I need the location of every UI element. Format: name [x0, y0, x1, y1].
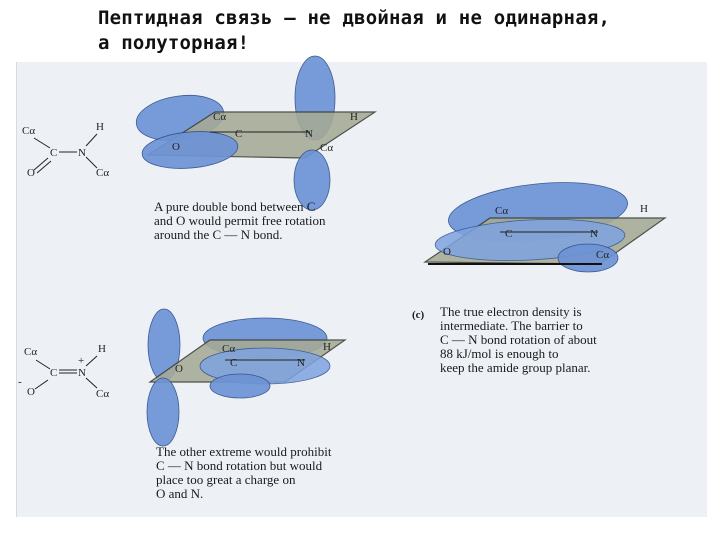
- slide-title-line-1: Пептидная связь – не двойная и не одинар…: [98, 7, 611, 29]
- orbital-c-label-n: N: [590, 228, 598, 240]
- orbital-c-label-ca-2: Cα: [596, 249, 609, 261]
- orbital-a-label-o: O: [172, 141, 180, 153]
- formula-a-o: O: [27, 167, 35, 179]
- formula-a-c: C: [50, 147, 57, 159]
- orbital-b-lower-o-lobe: [146, 377, 180, 447]
- formula-a-n: N: [78, 147, 86, 159]
- formula-a-c-alpha-top: Cα: [22, 125, 35, 137]
- formula-a-bond-n-ca: [85, 156, 98, 169]
- formula-a-bond-c-o-2: [36, 160, 52, 174]
- orbital-b-label-c: C: [230, 357, 237, 369]
- orbital-diagram-c: Cα C N H O Cα: [423, 182, 667, 273]
- orbital-c-label-o: O: [443, 246, 451, 258]
- orbital-c-label-c: C: [505, 228, 512, 240]
- orbital-a-label-c: C: [235, 128, 242, 140]
- orbital-b-label-o: O: [175, 363, 183, 375]
- orbital-b-lower-cn-lobe: [209, 373, 271, 399]
- formula-b-bond-n-ca: [85, 377, 98, 389]
- orbital-c-label-ca: Cα: [495, 205, 508, 217]
- orbital-c-label-h: H: [640, 203, 648, 215]
- formula-a: Cα H C N O Cα: [22, 121, 109, 179]
- formula-a-bond-n-h: [85, 133, 98, 147]
- formula-a-bond-ca-c: [33, 137, 51, 149]
- formula-b-c-alpha-bottom: Cα: [96, 388, 109, 400]
- formula-a-c-alpha-bottom: Cα: [96, 167, 109, 179]
- formula-b-c-alpha-top: Cα: [24, 346, 37, 358]
- orbital-b-label-ca: Cα: [222, 343, 235, 355]
- formula-b: Cα H C N + O - Cα: [18, 343, 109, 400]
- formula-b-n: N: [78, 367, 86, 379]
- formula-b-h: H: [98, 343, 106, 355]
- orbital-b-label-n: N: [297, 357, 305, 369]
- orbital-diagram-a: Cα C N H O Cα: [135, 55, 378, 211]
- caption-a: A pure double bond between C and O would…: [154, 199, 326, 242]
- formula-b-bond-ca-c: [35, 359, 51, 370]
- formula-b-bond-c-o: [34, 379, 49, 390]
- panel-c-label: (c): [412, 309, 425, 321]
- caption-c: The true electron density is intermediat…: [440, 304, 597, 375]
- orbital-a-label-ca: Cα: [213, 111, 226, 123]
- orbital-diagram-b: Cα C N H O: [146, 308, 347, 447]
- slide-title-line-2: а полуторная!: [98, 32, 250, 54]
- orbital-a-lower-left-lobe: [141, 131, 239, 169]
- slide-title: Пептидная связь – не двойная и не одинар…: [98, 6, 610, 56]
- orbital-a-label-n: N: [305, 128, 313, 140]
- formula-b-o: O: [27, 386, 35, 398]
- orbital-a-lower-n-lobe: [293, 149, 331, 211]
- scanned-figure: [16, 62, 707, 517]
- orbital-a-label-ca-2: Cα: [320, 142, 333, 154]
- orbital-b-label-h: H: [323, 341, 331, 353]
- formula-a-h: H: [96, 121, 104, 133]
- formula-b-o-charge: -: [18, 376, 22, 388]
- formula-b-c: C: [50, 367, 57, 379]
- formula-a-bond-c-o-1: [33, 157, 49, 171]
- orbital-a-label-h: H: [350, 111, 358, 123]
- formula-b-bond-n-h: [85, 355, 98, 367]
- formula-b-n-charge: +: [78, 355, 84, 367]
- caption-b: The other extreme would prohibit C — N b…: [156, 444, 332, 501]
